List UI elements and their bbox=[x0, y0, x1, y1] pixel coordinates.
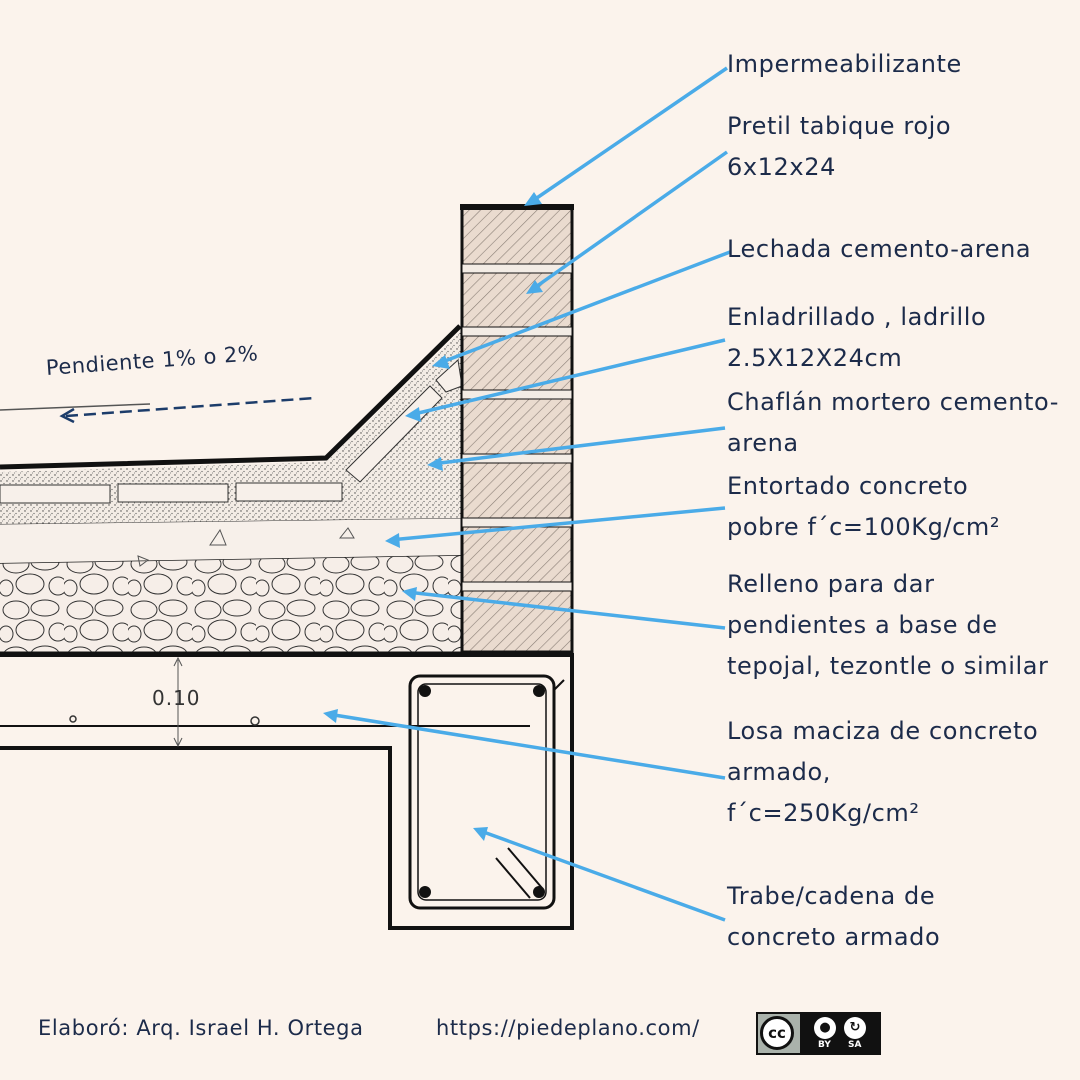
dimension-label: 0.10 bbox=[152, 686, 201, 710]
label-losa: Losa maciza de concreto armado, f´c=250K… bbox=[727, 711, 1038, 834]
label-line: Lechada cemento-arena bbox=[727, 235, 1032, 263]
label-entortado: Entortado concreto pobre f´c=100Kg/cm² bbox=[727, 466, 1000, 548]
label-chaflan: Chaflán mortero cemento- arena bbox=[727, 382, 1059, 464]
label-line: Pretil tabique rojo bbox=[727, 112, 952, 140]
label-lechada: Lechada cemento-arena bbox=[727, 229, 1031, 270]
label-line: Trabe/cadena de bbox=[727, 882, 936, 910]
waterproofing-line bbox=[0, 324, 462, 470]
share-alike-icon: ↻ bbox=[844, 1017, 866, 1039]
label-impermeabilizante: Impermeabilizante bbox=[727, 44, 962, 85]
footer-url-link[interactable]: https://piedeplano.com/ bbox=[436, 1016, 700, 1040]
parapet bbox=[460, 204, 574, 654]
cc-license-badge[interactable]: cc ● ↻ BY SA bbox=[756, 1012, 881, 1055]
label-line: Chaflán mortero cemento- bbox=[727, 388, 1060, 416]
slab-and-beam bbox=[0, 651, 574, 930]
cc-icon: cc bbox=[760, 1016, 794, 1050]
label-line: concreto armado bbox=[727, 923, 941, 951]
leader-arrows bbox=[323, 66, 731, 922]
label-relleno: Relleno para dar pendientes a base de te… bbox=[727, 564, 1049, 687]
label-line: arena bbox=[727, 429, 799, 457]
label-line: armado, bbox=[727, 758, 831, 786]
attribution-icon: ● bbox=[814, 1017, 836, 1039]
fill-layer bbox=[0, 555, 462, 652]
slope-arrow bbox=[0, 396, 316, 424]
label-enladrillado: Enladrillado , ladrillo 2.5X12X24cm bbox=[727, 297, 986, 379]
footer-author: Elaboró: Arq. Israel H. Ortega bbox=[38, 1016, 364, 1040]
label-line: pendientes a base de bbox=[727, 611, 998, 639]
label-line: pobre f´c=100Kg/cm² bbox=[727, 513, 1001, 541]
label-line: Impermeabilizante bbox=[727, 50, 962, 78]
label-line: tepojal, tezontle o similar bbox=[727, 652, 1049, 680]
sa-text: SA bbox=[848, 1040, 862, 1050]
by-text: BY bbox=[818, 1040, 831, 1050]
label-line: Entortado concreto bbox=[727, 472, 969, 500]
label-line: Enladrillado , ladrillo bbox=[727, 303, 987, 331]
label-pretil: Pretil tabique rojo 6x12x24 bbox=[727, 106, 951, 188]
chamfer-mortar bbox=[0, 330, 462, 524]
label-line: 2.5X12X24cm bbox=[727, 344, 903, 372]
label-trabe: Trabe/cadena de concreto armado bbox=[727, 876, 940, 958]
label-line: Losa maciza de concreto bbox=[727, 717, 1039, 745]
label-line: f´c=250Kg/cm² bbox=[727, 799, 920, 827]
label-line: 6x12x24 bbox=[727, 153, 836, 181]
label-line: Relleno para dar bbox=[727, 570, 935, 598]
